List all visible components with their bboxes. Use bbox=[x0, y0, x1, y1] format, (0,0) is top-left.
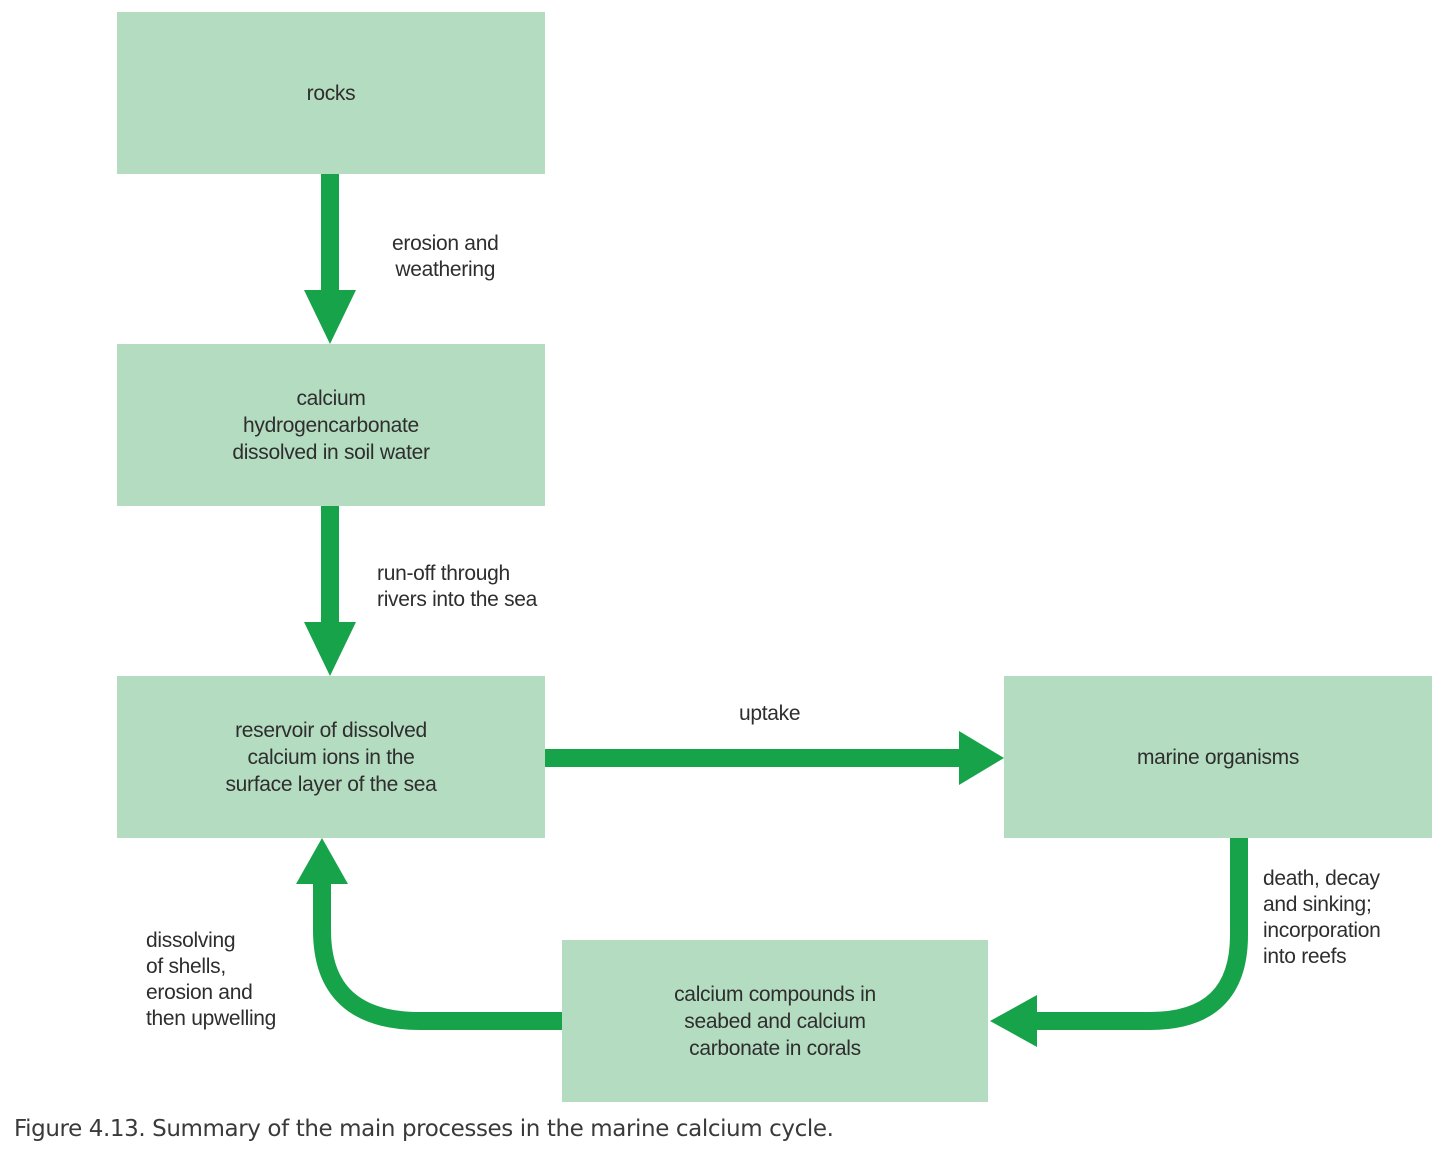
edge-label-dissolving: dissolving of shells, erosion and then u… bbox=[146, 929, 277, 1030]
node-rocks-label: rocks bbox=[306, 81, 356, 105]
node-soil-water: calcium hydrogencarbonate dissolved in s… bbox=[117, 344, 545, 506]
figure-caption: Figure 4.13. Summary of the main process… bbox=[14, 1116, 834, 1142]
node-rocks: rocks bbox=[117, 12, 545, 174]
node-soil-water-label: calcium hydrogencarbonate dissolved in s… bbox=[232, 386, 430, 464]
edge-label-runoff: run-off through rivers into the sea bbox=[377, 562, 538, 611]
edge-label-erosion: erosion and weathering bbox=[392, 232, 499, 281]
arrow-dissolving-curve bbox=[313, 880, 562, 1030]
node-seabed: calcium compounds in seabed and calcium … bbox=[562, 940, 988, 1102]
node-marine-organisms: marine organisms bbox=[1004, 676, 1432, 838]
node-reservoir: reservoir of dissolved calcium ions in t… bbox=[117, 676, 545, 838]
edge-label-death: death, decay and sinking; incorporation … bbox=[1263, 867, 1381, 968]
arrow-death-head bbox=[990, 995, 1037, 1047]
arrow-death-curve bbox=[1035, 838, 1248, 1030]
node-reservoir-label: reservoir of dissolved calcium ions in t… bbox=[225, 718, 437, 796]
edge-label-uptake: uptake bbox=[739, 702, 801, 725]
node-seabed-label: calcium compounds in seabed and calcium … bbox=[674, 982, 876, 1060]
arrow-erosion bbox=[304, 174, 356, 344]
arrow-uptake bbox=[545, 731, 1004, 785]
arrow-runoff bbox=[304, 506, 356, 676]
arrow-dissolving-head bbox=[296, 838, 348, 884]
node-marine-organisms-label: marine organisms bbox=[1136, 745, 1300, 769]
